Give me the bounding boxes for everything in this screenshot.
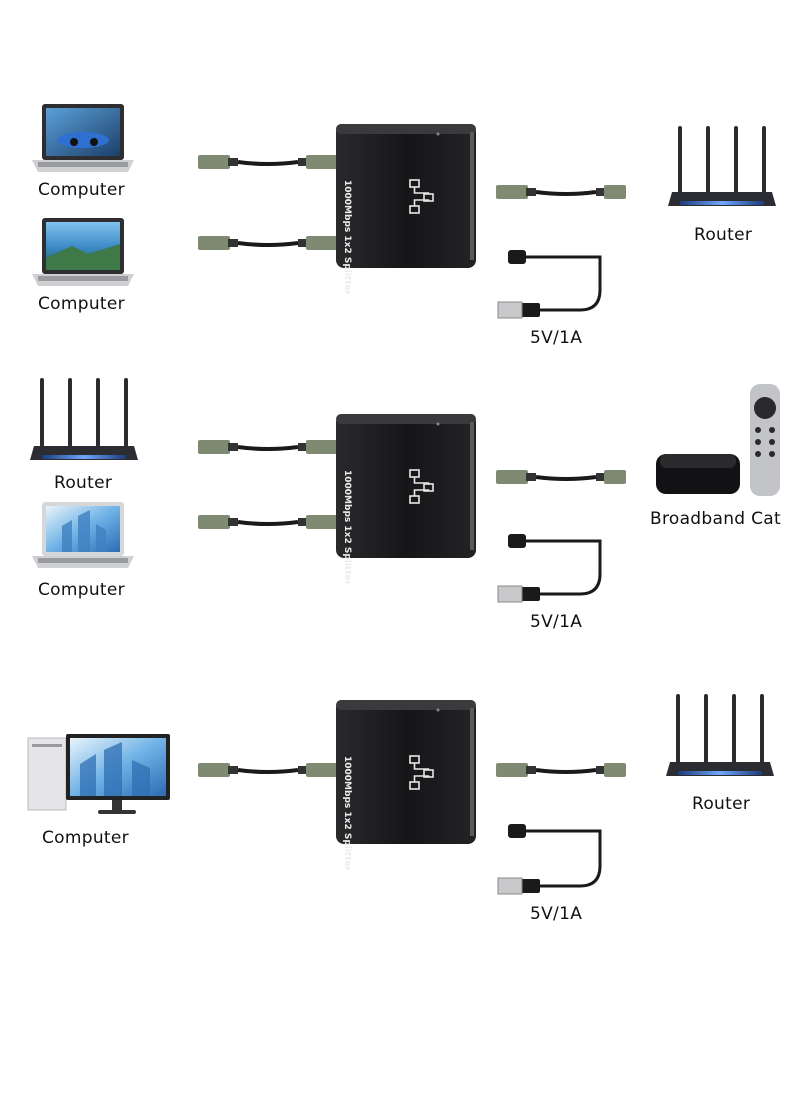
laptop-icon [32, 502, 134, 568]
splitter-device [336, 700, 476, 844]
splitter-label: 1000Mbps 1x2 Splitter [342, 470, 352, 586]
right-device-label: Router [694, 225, 753, 245]
power-label: 5V/1A [530, 904, 583, 924]
right-device-label: Broadband Cat [650, 509, 781, 529]
remote-icon [750, 384, 780, 496]
splitter-device [336, 124, 476, 268]
laptop-icon [32, 218, 134, 286]
ethernet-cable [198, 515, 338, 529]
left-device-label: Computer [38, 180, 125, 200]
ethernet-cable [496, 185, 626, 199]
ethernet-cable [198, 440, 338, 454]
desktop-computer-icon [27, 734, 170, 814]
splitter-device [336, 414, 476, 558]
router-icon [30, 378, 138, 460]
left-device-label: Computer [38, 580, 125, 600]
ethernet-cable [198, 236, 338, 250]
power-label: 5V/1A [530, 612, 583, 632]
left-device-label: Computer [38, 294, 125, 314]
laptop-icon [32, 104, 134, 172]
diagram-1-art [32, 104, 776, 319]
diagram-panel-1: Computer Computer Router 5V/1A 1000Mbps … [0, 0, 800, 370]
tv-box-icon [656, 454, 740, 494]
splitter-label: 1000Mbps 1x2 Splitter [342, 756, 352, 872]
ethernet-cable [496, 470, 626, 484]
network-icon [409, 469, 434, 504]
usb-power-cable [497, 250, 602, 319]
network-icon [409, 179, 434, 214]
diagram-3-art [27, 694, 774, 895]
power-label: 5V/1A [530, 328, 583, 348]
splitter-label: 1000Mbps 1x2 Splitter [342, 180, 352, 296]
left-device-label: Computer [42, 828, 129, 848]
right-device-label: Router [692, 794, 751, 814]
diagram-2-art [30, 378, 780, 603]
diagram-panel-2: Router Computer Broadband Cat 5V/1A 1000… [0, 370, 800, 660]
router-icon [666, 694, 774, 776]
diagram-panel-3: Computer Router 5V/1A 1000Mbps 1x2 Split… [0, 660, 800, 960]
network-icon [409, 755, 434, 790]
ethernet-cable [198, 155, 338, 169]
ethernet-cable [496, 763, 626, 777]
usb-power-cable [497, 534, 602, 603]
left-device-label: Router [54, 473, 113, 493]
router-icon [668, 126, 776, 206]
usb-power-cable [497, 824, 602, 895]
ethernet-cable [198, 763, 338, 777]
